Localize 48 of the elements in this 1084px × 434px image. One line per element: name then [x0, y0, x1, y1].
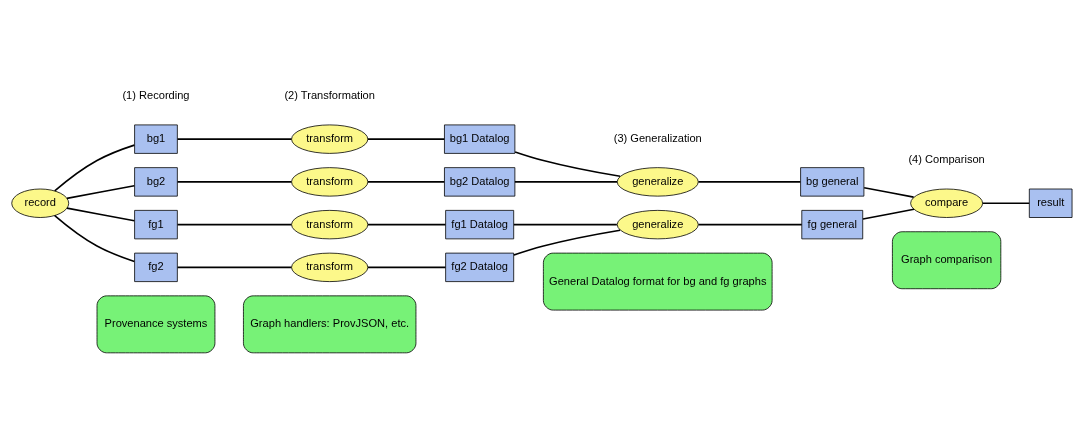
- node-box: bg1 Datalog: [444, 124, 516, 154]
- connector: [697, 180, 802, 183]
- node-ellipse: compare: [910, 188, 983, 218]
- node-box: General Datalog format for bg and fg graphs: [543, 252, 773, 310]
- connector: [513, 223, 618, 225]
- node-box: fg2 Datalog: [445, 252, 515, 282]
- node-box: bg general: [800, 166, 865, 197]
- node-box: fg general: [801, 209, 864, 239]
- node-box: bg2 Datalog: [444, 166, 516, 197]
- connector: [513, 228, 621, 256]
- connector: [176, 137, 293, 140]
- connector: [367, 180, 446, 183]
- node-box: Graph comparison: [892, 230, 1002, 289]
- node-ellipse: transform: [291, 124, 369, 154]
- node-ellipse: transform: [291, 209, 369, 239]
- label: (3) Generalization: [613, 131, 702, 144]
- connector: [862, 208, 915, 220]
- label: (4) Comparison: [908, 152, 985, 165]
- node-box: Graph handlers: ProvJSON, etc.: [243, 294, 417, 353]
- connector: [176, 180, 293, 183]
- connector: [53, 143, 136, 192]
- node-ellipse: generalize: [616, 166, 699, 197]
- node-ellipse: generalize: [616, 209, 699, 239]
- node-ellipse: record: [11, 188, 70, 218]
- connector: [863, 186, 915, 198]
- connector: [981, 201, 1030, 204]
- node-box: fg1 Datalog: [445, 209, 515, 239]
- node-ellipse: transform: [291, 252, 369, 282]
- label: (1) Recording: [122, 88, 190, 101]
- label: (2) Transformation: [284, 88, 375, 101]
- node-box: bg1: [134, 124, 178, 154]
- connector: [53, 214, 136, 262]
- node-box: Provenance systems: [96, 294, 216, 353]
- node-box: bg2: [134, 166, 178, 197]
- connector: [514, 150, 621, 177]
- connector: [514, 180, 618, 183]
- node-box: fg2: [134, 252, 178, 282]
- connector: [66, 184, 136, 199]
- node-box: result: [1028, 188, 1073, 218]
- connector: [176, 223, 293, 225]
- node-ellipse: transform: [291, 166, 369, 197]
- connector: [697, 223, 803, 225]
- connector: [367, 223, 447, 225]
- connector: [176, 266, 293, 268]
- node-box: fg1: [134, 209, 178, 239]
- connector: [367, 266, 447, 268]
- connector: [66, 206, 136, 221]
- connector: [367, 137, 446, 140]
